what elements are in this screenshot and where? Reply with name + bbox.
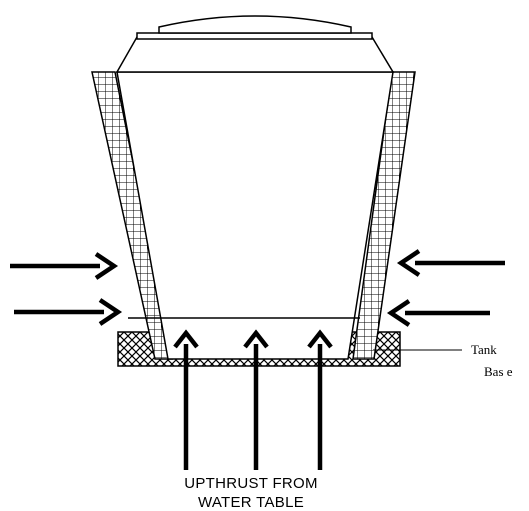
upthrust-arrow-center [243,329,269,470]
upthrust-label-line1: UPTHRUST FROM [184,475,318,492]
left-pressure-arrow-upper [10,252,119,280]
right-pressure-arrow-lower [386,299,490,327]
right-pressure-arrow-upper [396,249,505,277]
tank-lid [158,15,352,34]
upthrust-label-line2: WATER TABLE [198,494,304,511]
tank-top-rim [136,32,373,40]
left-pressure-arrow-lower [14,298,123,326]
right-backfill-wall [352,71,416,360]
tank-base-label-line1: Tank [471,342,497,357]
upthrust-arrow-right [307,329,333,470]
upthrust-arrow-left [173,329,199,470]
tank-base-label-line2: Bas e [484,364,513,379]
tank-shoulder [115,36,395,73]
